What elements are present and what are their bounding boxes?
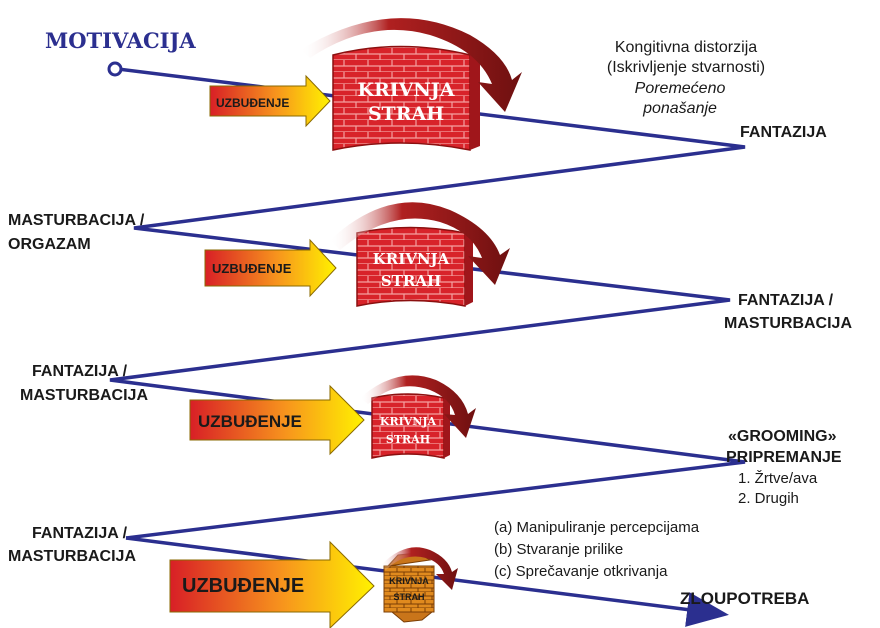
- wall-1-line2: STRAH: [368, 103, 444, 125]
- arousal-arrow-4: UZBUĐENJE: [169, 540, 375, 628]
- wall-4: KRIVNJA STRAH: [383, 552, 435, 623]
- grooming-item1: 1. Žrtve/ava: [738, 470, 818, 487]
- curved-arrow-2: [330, 202, 510, 285]
- distortion-line3: Poremećeno: [635, 80, 726, 97]
- start-node: [107, 61, 123, 77]
- wall-1-line1: KRIVNJA: [357, 79, 454, 101]
- distortion-line4: ponašanje: [642, 100, 717, 117]
- arousal-arrow-1: UZBUĐENJE: [209, 74, 331, 128]
- wall-3: KRIVNJA STRAH: [371, 393, 450, 459]
- wall-2-line2: STRAH: [381, 272, 441, 290]
- label-fantazija: FANTAZIJA: [740, 124, 827, 141]
- arousal-arrow-3: UZBUĐENJE: [189, 384, 365, 456]
- grooming-line2: PRIPREMANJE: [726, 449, 842, 466]
- label-fm3-line2: MASTURBACIJA: [8, 548, 136, 565]
- motivation-title: MOTIVACIJA: [45, 28, 196, 53]
- grooming-item2: 2. Drugih: [738, 490, 799, 507]
- arousal-arrow-2: UZBUĐENJE: [204, 238, 337, 298]
- wall-4-line1: KRIVNJA: [389, 576, 429, 586]
- step-b: (b) Stvaranje prilike: [494, 541, 623, 558]
- curved-arrow-3: [360, 375, 476, 438]
- wall-1: KRIVNJA STRAH: [332, 45, 480, 151]
- label-fm1-line2: MASTURBACIJA: [724, 315, 852, 332]
- wall-4-line2: STRAH: [394, 592, 425, 602]
- wall-3-line1: KRIVNJA: [380, 415, 437, 428]
- curved-arrow-4: [380, 547, 458, 590]
- step-c: (c) Sprečavanje otkrivanja: [494, 563, 668, 580]
- label-zloupotreba: ZLOUPOTREBA: [680, 589, 809, 608]
- process-path: [109, 67, 746, 540]
- step-a: (a) Manipuliranje percepcijama: [494, 519, 700, 536]
- label-fm2-line2: MASTURBACIJA: [20, 387, 148, 404]
- wall-3-line2: STRAH: [386, 433, 430, 446]
- wall-2-line1: KRIVNJA: [373, 250, 450, 268]
- wall-2: KRIVNJA STRAH: [356, 226, 473, 307]
- label-masturbacija-orgazam-1: MASTURBACIJA /: [8, 212, 145, 229]
- arousal-label-4: UZBUĐENJE: [182, 575, 304, 597]
- label-fm1-line1: FANTAZIJA /: [738, 292, 834, 309]
- label-fm2-line1: FANTAZIJA /: [32, 363, 128, 380]
- label-masturbacija-orgazam-2: ORGAZAM: [8, 236, 91, 253]
- arousal-label-3: UZBUĐENJE: [198, 412, 302, 431]
- distortion-line1: Kongitivna distorzija: [615, 39, 757, 56]
- arousal-label-1: UZBUĐENJE: [216, 96, 289, 110]
- arousal-label-2: UZBUĐENJE: [212, 261, 292, 276]
- curved-arrow-1: [300, 18, 522, 112]
- label-fm3-line1: FANTAZIJA /: [32, 525, 128, 542]
- distortion-line2: (Iskrivljenje stvarnosti): [607, 59, 765, 76]
- grooming-line1: «GROOMING»: [728, 428, 837, 445]
